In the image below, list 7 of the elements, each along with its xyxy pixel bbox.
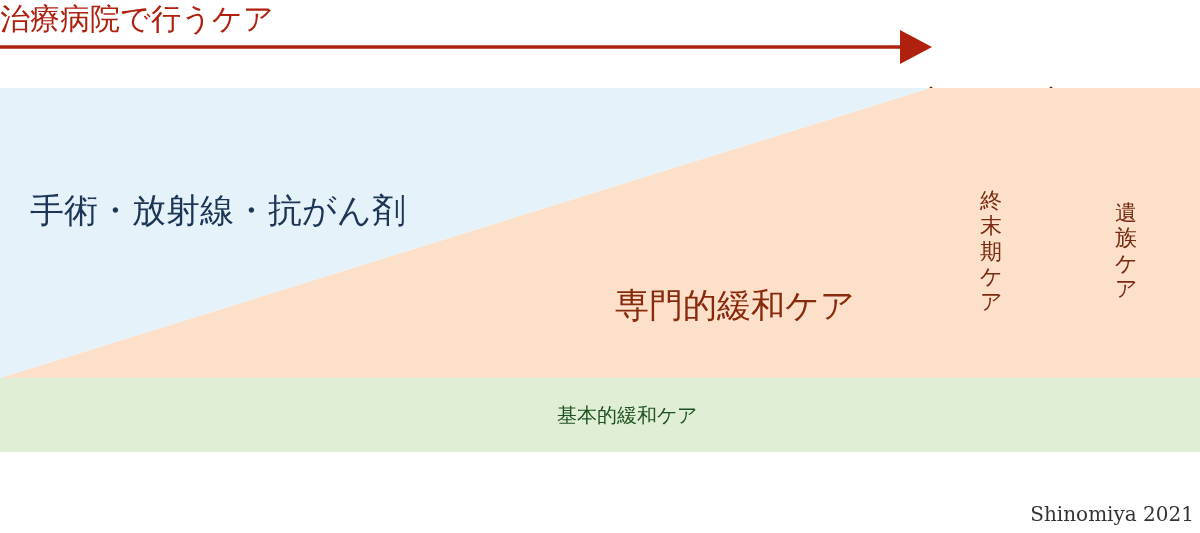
band-label: 基本的緩和ケア xyxy=(557,405,697,425)
region-label: 手術・放射線・抗がん剤 xyxy=(30,193,406,227)
column-label: 遺族ケア xyxy=(1115,200,1137,302)
region-label: 専門的緩和ケア xyxy=(615,288,855,322)
heading-text: 治療病院で行うケア xyxy=(0,4,274,34)
credit-text: Shinomiya 2021 xyxy=(1030,504,1194,524)
column-label: 終末期ケア xyxy=(980,188,1002,315)
